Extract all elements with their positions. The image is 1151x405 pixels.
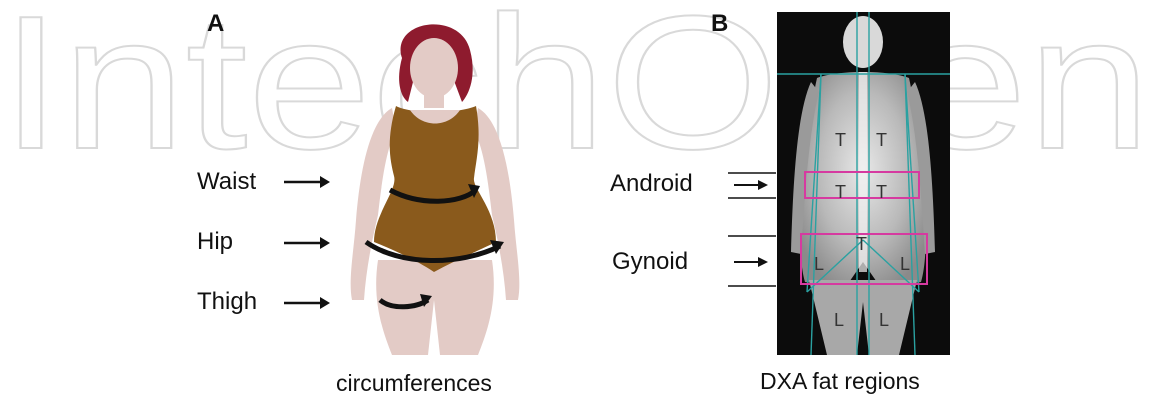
leg-mark: L [814, 254, 824, 274]
panel-a-pointer-arrows [280, 170, 340, 320]
panel-b-caption: DXA fat regions [760, 368, 920, 395]
watermark: IntechOpen [0, 0, 1151, 208]
hip-label: Hip [197, 228, 233, 256]
thigh-label: Thigh [197, 288, 257, 316]
panel-a-caption: circumferences [336, 370, 492, 397]
dxa-scan-image: T T T T T L L L L [777, 12, 950, 355]
face [410, 38, 458, 98]
trunk-mark: T [835, 182, 846, 202]
panel-b-letter: B [711, 10, 728, 38]
trunk-mark: T [856, 234, 867, 254]
trunk-mark: T [876, 130, 887, 150]
android-label: Android [610, 170, 693, 198]
watermark-text: IntechOpen [0, 0, 1151, 189]
leg-mark: L [879, 310, 889, 330]
waist-label: Waist [197, 168, 256, 196]
dxa-head [843, 16, 883, 68]
trunk-mark: T [876, 182, 887, 202]
leg-mark: L [900, 254, 910, 274]
body-figure-illustration [330, 10, 540, 355]
trunk-mark: T [835, 130, 846, 150]
panel-a-letter: A [207, 10, 224, 38]
leg-mark: L [834, 310, 844, 330]
gynoid-label: Gynoid [612, 248, 688, 276]
panel-b-pointer-lines [720, 170, 780, 295]
